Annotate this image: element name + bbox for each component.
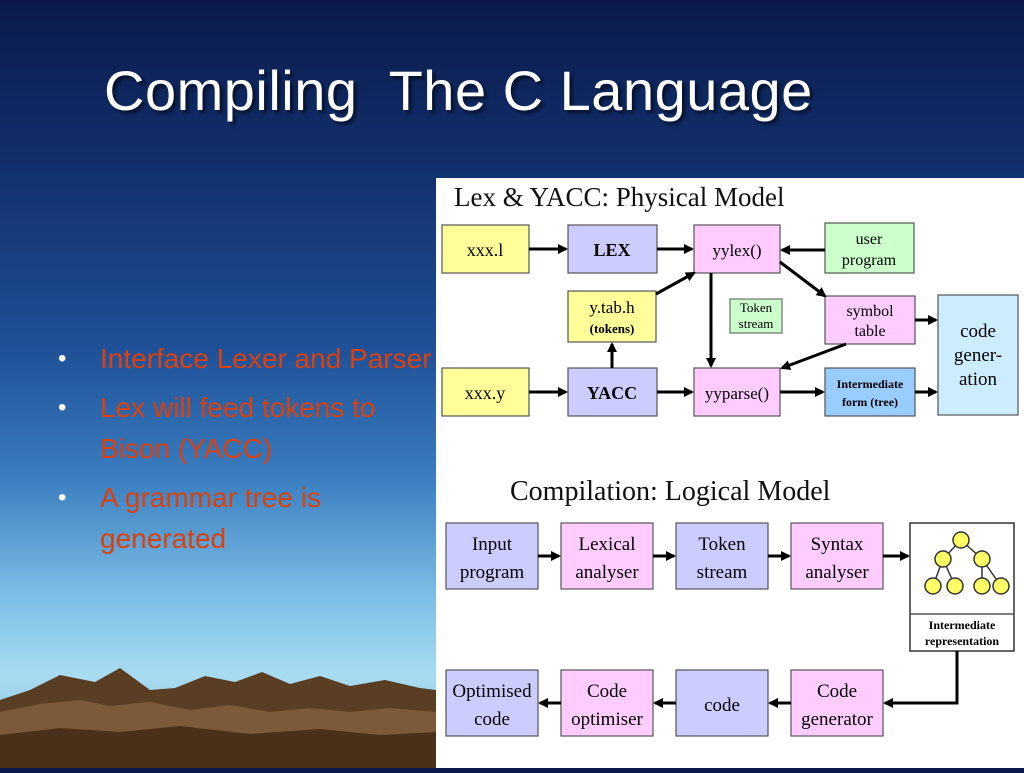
input-program-box [445, 522, 539, 590]
token-stream-logical-box [675, 522, 769, 590]
intermediate-representation-label-1: Intermediate [929, 618, 996, 632]
code-box [675, 669, 769, 737]
input-program-label-1: Input [472, 534, 513, 555]
slide-title: Compiling The C Language [104, 59, 813, 122]
lexical-analyser-label-2: analyser [575, 562, 639, 583]
code-label: code [704, 695, 740, 716]
logical-arrows [538, 551, 959, 708]
syntax-analyser-label-2: analyser [805, 562, 869, 583]
optimised-code-label-1: Optimised [452, 681, 532, 702]
diagram-panel: Lex & YACC: Physical Model xxx.l LEX yyl… [436, 178, 1024, 768]
physical-model-title: Lex & YACC: Physical Model [454, 182, 785, 212]
bullet-item: A grammar tree is generated [58, 477, 448, 559]
lex-label: LEX [593, 240, 630, 260]
input-program-label-2: program [460, 562, 525, 583]
optimised-code-label-2: code [474, 709, 510, 730]
lexical-analyser-box [560, 522, 654, 590]
code-optimiser-label-2: optimiser [571, 709, 643, 730]
syntax-analyser-box [790, 522, 884, 590]
xxx-l-label: xxx.l [467, 240, 504, 260]
tokens-label: (tokens) [590, 321, 635, 336]
code-generator-label-2: generator [801, 709, 873, 730]
code-generation-label-2: gener- [954, 345, 1002, 366]
compiler-diagram: Lex & YACC: Physical Model xxx.l LEX yyl… [441, 182, 1019, 737]
intermediate-representation-label-2: representation [925, 634, 1000, 648]
token-stream-logical-label-1: Token [698, 534, 746, 555]
tree-icon [924, 531, 1010, 595]
code-generation-box [937, 294, 1019, 416]
lexical-analyser-label-1: Lexical [579, 534, 636, 555]
yylex-box [693, 224, 781, 274]
bullet-list: Interface Lexer and Parser Lex will feed… [58, 338, 448, 567]
yylex-label: yylex() [712, 241, 761, 260]
code-generator-label-1: Code [817, 681, 857, 702]
bullet-item: Interface Lexer and Parser [58, 338, 448, 379]
symbol-table-box [824, 295, 916, 345]
token-stream-box [729, 298, 783, 334]
syntax-analyser-label-1: Syntax [811, 534, 864, 555]
code-optimiser-label-1: Code [587, 681, 627, 702]
user-program-label-2: program [842, 252, 897, 269]
ytabh-box [567, 290, 657, 343]
yyparse-label: yyparse() [705, 384, 769, 403]
token-stream-label-1: Token [740, 300, 773, 315]
yyparse-box [693, 367, 781, 417]
symbol-table-label-1: symbol [846, 303, 894, 320]
symbol-table-label-2: table [854, 323, 885, 340]
yacc-label: YACC [587, 383, 637, 403]
xxx-y-label: xxx.y [465, 383, 506, 403]
physical-arrows [529, 244, 938, 397]
lex-box [567, 224, 658, 274]
bullet-item: Lex will feed tokens to Bison (YACC) [58, 387, 448, 469]
code-generation-label-3: ation [959, 369, 997, 390]
user-program-label-1: user [856, 231, 883, 248]
xxx-l-box [441, 224, 530, 274]
intermediate-form-label-1: Intermediate [837, 377, 904, 391]
ytabh-label: y.tab.h [589, 298, 635, 317]
logical-model-title: Compilation: Logical Model [510, 476, 831, 507]
xxx-y-box [441, 367, 530, 417]
code-generation-label-1: code [960, 321, 996, 342]
intermediate-form-label-2: form (tree) [842, 395, 898, 409]
token-stream-logical-label-2: stream [697, 562, 748, 583]
optimised-code-box [445, 669, 539, 737]
user-program-box [824, 222, 915, 274]
token-stream-label-2: stream [739, 316, 774, 331]
